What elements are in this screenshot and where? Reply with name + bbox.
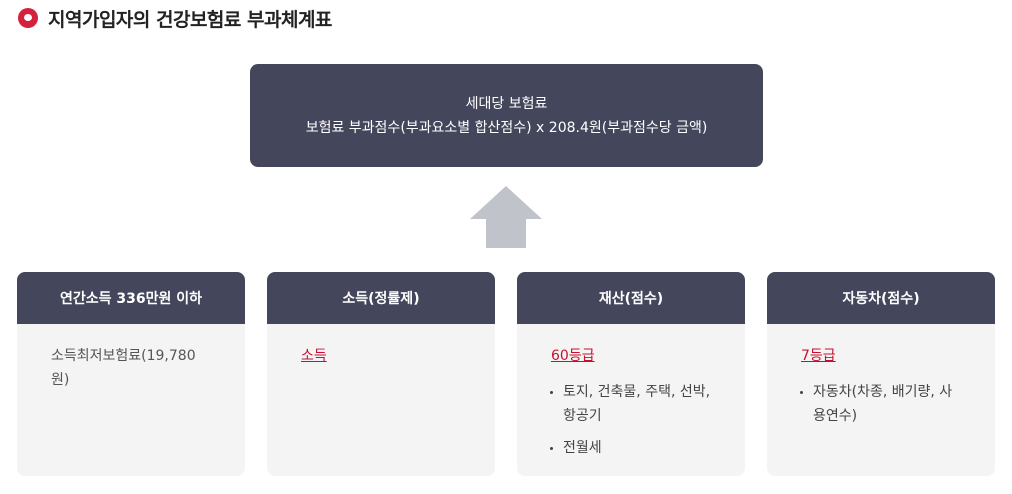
vehicle-grade-link[interactable]: 7등급 <box>801 348 836 364</box>
list-item: 전월세 <box>549 436 713 460</box>
up-arrow-icon <box>470 186 542 248</box>
income-link[interactable]: 소득 <box>301 348 327 364</box>
minimum-premium-text: 소득최저보험료(19,780원) <box>51 348 196 388</box>
property-grade-link[interactable]: 60등급 <box>551 348 595 364</box>
card-property: 재산(점수) 60등급 토지, 건축물, 주택, 선박, 항공기 전월세 <box>517 272 745 476</box>
card-header: 소득(정률제) <box>267 272 495 324</box>
formula-title: 세대당 보험료 <box>465 95 548 112</box>
card-header: 연간소득 336만원 이하 <box>17 272 245 324</box>
card-low-income: 연간소득 336만원 이하 소득최저보험료(19,780원) <box>17 272 245 476</box>
card-header: 자동차(점수) <box>767 272 995 324</box>
page-header: 지역가입자의 건강보험료 부과체계표 <box>18 6 332 31</box>
page-title: 지역가입자의 건강보험료 부과체계표 <box>48 8 332 31</box>
card-body: 소득최저보험료(19,780원) <box>17 324 245 392</box>
formula-box: 세대당 보험료 보험료 부과점수(부과요소별 합산점수) x 208.4원(부과… <box>250 64 763 167</box>
vehicle-list: 자동차(차종, 배기량, 사용연수) <box>799 380 963 428</box>
property-list: 토지, 건축물, 주택, 선박, 항공기 전월세 <box>549 380 713 460</box>
list-item: 토지, 건축물, 주택, 선박, 항공기 <box>549 380 713 428</box>
card-body: 7등급 자동차(차종, 배기량, 사용연수) <box>767 324 995 428</box>
card-body: 60등급 토지, 건축물, 주택, 선박, 항공기 전월세 <box>517 324 745 460</box>
card-body: 소득 <box>267 324 495 368</box>
card-vehicle: 자동차(점수) 7등급 자동차(차종, 배기량, 사용연수) <box>767 272 995 476</box>
card-income: 소득(정률제) 소득 <box>267 272 495 476</box>
card-header: 재산(점수) <box>517 272 745 324</box>
title-bullet-icon <box>18 8 38 28</box>
list-item: 자동차(차종, 배기량, 사용연수) <box>799 380 963 428</box>
formula-expression: 보험료 부과점수(부과요소별 합산점수) x 208.4원(부과점수당 금액) <box>305 119 708 136</box>
